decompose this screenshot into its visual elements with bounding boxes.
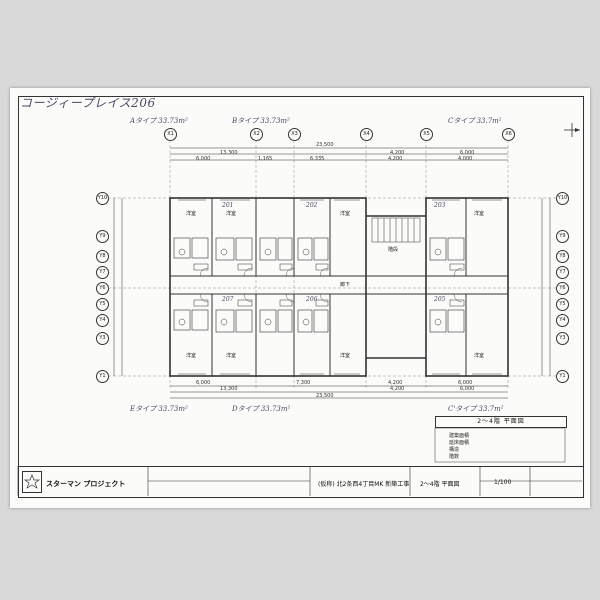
grid-bubble-y8-left: Y8 bbox=[96, 250, 109, 263]
dim-top-sub-2: 1,165 bbox=[258, 156, 273, 162]
north-arrow-icon bbox=[564, 123, 580, 137]
handwritten-title: コージィープレイス206 bbox=[20, 96, 156, 110]
dim-top-sub-3: 6,335 bbox=[310, 156, 325, 162]
grid-bubble-x1: X1 bbox=[164, 128, 177, 141]
unit-number: 205 bbox=[434, 296, 446, 303]
grid-bubble-y8-right: Y8 bbox=[556, 250, 569, 263]
grid-bubble-y7-right: Y7 bbox=[556, 266, 569, 279]
title-block: スターマン プロジェクト (仮称) 北2条西4丁目MK 新築工事 2～4階 平面… bbox=[18, 466, 584, 497]
grid-bubble-y1-left: Y1 bbox=[96, 370, 109, 383]
unit-number: 206 bbox=[306, 296, 318, 303]
dim-top-part-2: 4,200 bbox=[390, 150, 405, 156]
unit-number: 202 bbox=[306, 202, 318, 209]
dim-bottom-sub-3: 4,200 bbox=[388, 380, 403, 386]
room-label: 洋室 bbox=[186, 353, 197, 359]
spec-box: 建築面積 延床面積 構造 階数 bbox=[435, 428, 565, 462]
grid-bubble-y6-right: Y6 bbox=[556, 282, 569, 295]
grid-bubble-x6: X6 bbox=[502, 128, 515, 141]
type-label-b: Bタイプ 33.73m² bbox=[232, 117, 290, 125]
drawing-sheet: コージィープレイス206 Aタイプ 33.73m² Bタイプ 33.73m² C… bbox=[10, 88, 590, 508]
stair-label: 階段 bbox=[388, 247, 399, 253]
grid-bubble-y6-left: Y6 bbox=[96, 282, 109, 295]
plan-title: 2～4階 平面図 bbox=[435, 416, 567, 428]
dim-bottom-part-2: 4,200 bbox=[390, 386, 405, 392]
dim-bottom-part-3: 6,000 bbox=[460, 386, 475, 392]
dim-bottom-sub-4: 6,000 bbox=[458, 380, 473, 386]
grid-bubble-y9-left: Y9 bbox=[96, 230, 109, 243]
dim-top-sub-4: 4,200 bbox=[388, 156, 403, 162]
dim-top-part-3: 6,000 bbox=[460, 150, 475, 156]
type-label-c-prime: C'タイプ 33.7m² bbox=[448, 405, 504, 413]
spec-row: 建築面積 bbox=[449, 433, 470, 439]
drawing-name: 2～4階 平面図 bbox=[420, 481, 460, 488]
type-label-e: Eタイプ 33.73m² bbox=[130, 405, 188, 413]
grid-bubble-y1-right: Y1 bbox=[556, 370, 569, 383]
unit-number: 201 bbox=[222, 202, 234, 209]
room-label: 洋室 bbox=[474, 211, 485, 217]
grid-bubble-x4: X4 bbox=[360, 128, 373, 141]
project-name: (仮称) 北2条西4丁目MK 新築工事 bbox=[318, 481, 410, 488]
dim-top-part-1: 13,300 bbox=[220, 150, 238, 156]
grid-bubble-y3-left: Y3 bbox=[96, 332, 109, 345]
corridor-label: 廊下 bbox=[340, 282, 351, 288]
grid-bubble-y9-right: Y9 bbox=[556, 230, 569, 243]
grid-bubble-y4-right: Y4 bbox=[556, 314, 569, 327]
grid-bubble-y10-right: Y10 bbox=[556, 192, 569, 205]
type-label-a: Aタイプ 33.73m² bbox=[130, 117, 188, 125]
dim-bottom-sub-2: 7,300 bbox=[296, 380, 311, 386]
dim-bottom-overall: 23,500 bbox=[316, 393, 334, 399]
unit-number: 207 bbox=[222, 296, 234, 303]
company-logo-icon bbox=[22, 471, 42, 493]
spec-row: 延床面積 bbox=[449, 440, 470, 446]
grid-bubble-x2: X2 bbox=[250, 128, 263, 141]
grid-bubble-x5: X5 bbox=[420, 128, 433, 141]
room-label: 洋室 bbox=[474, 353, 485, 359]
grid-bubble-y5-left: Y5 bbox=[96, 298, 109, 311]
dim-bottom-sub-1: 6,000 bbox=[196, 380, 211, 386]
room-label: 洋室 bbox=[226, 211, 237, 217]
room-label: 洋室 bbox=[340, 211, 351, 217]
type-label-c: Cタイプ 33.7m² bbox=[448, 117, 502, 125]
grid-bubble-y3-right: Y3 bbox=[556, 332, 569, 345]
spec-row: 階数 bbox=[449, 454, 460, 460]
grid-bubble-x3: X3 bbox=[288, 128, 301, 141]
room-label: 洋室 bbox=[340, 353, 351, 359]
grid-bubble-y5-right: Y5 bbox=[556, 298, 569, 311]
drawing-scale: 1/100 bbox=[494, 479, 512, 486]
grid-bubble-y10-left: Y10 bbox=[96, 192, 109, 205]
grid-bubble-y4-left: Y4 bbox=[96, 314, 109, 327]
type-label-d: Dタイプ 33.73m² bbox=[232, 405, 291, 413]
dim-top-sub-1: 6,000 bbox=[196, 156, 211, 162]
dim-top-sub-5: 4,000 bbox=[458, 156, 473, 162]
floor-plan bbox=[17, 140, 582, 496]
spec-row: 構造 bbox=[449, 447, 460, 453]
room-label: 洋室 bbox=[226, 353, 237, 359]
company-name: スターマン プロジェクト bbox=[46, 480, 126, 488]
dim-bottom-part-1: 13,300 bbox=[220, 386, 238, 392]
dim-top-overall: 23,500 bbox=[316, 142, 334, 148]
unit-number: 203 bbox=[434, 202, 446, 209]
room-label: 洋室 bbox=[186, 211, 197, 217]
grid-bubble-y7-left: Y7 bbox=[96, 266, 109, 279]
drawing-frame bbox=[18, 96, 584, 498]
